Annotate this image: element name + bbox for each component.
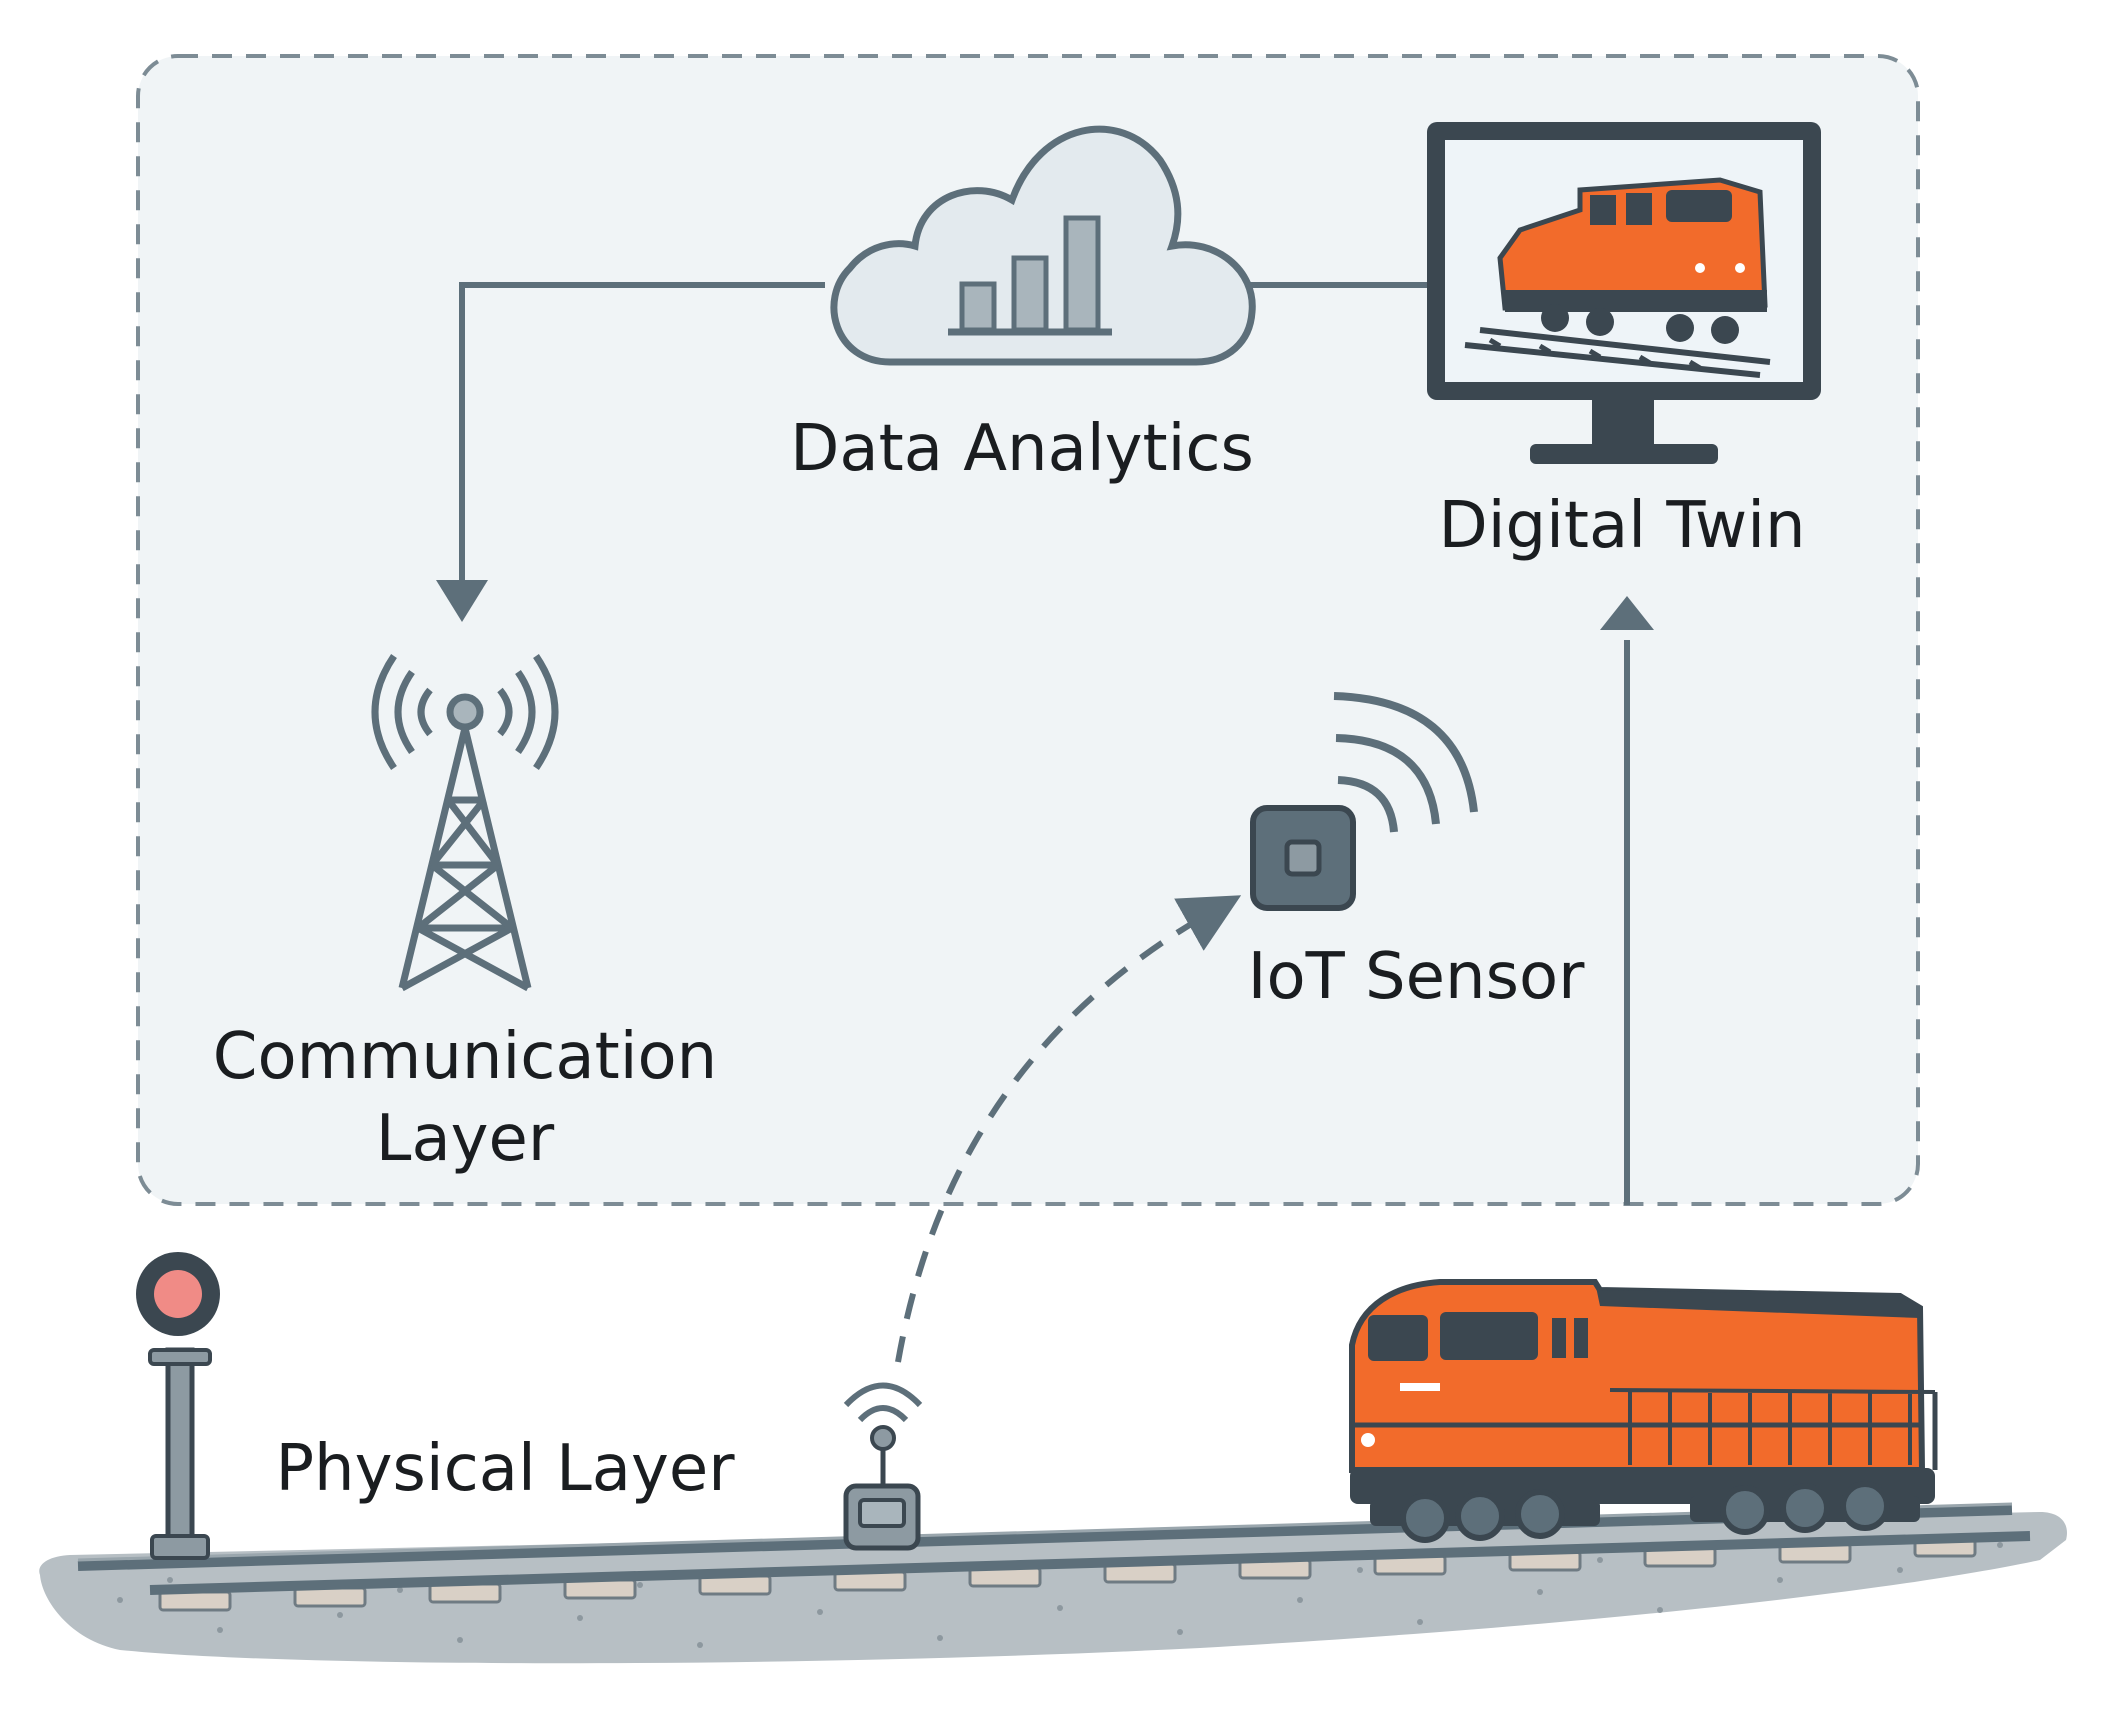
cloud-analytics-icon	[830, 125, 1256, 366]
iot-sensor-label: IoT Sensor	[1248, 940, 1586, 1014]
locomotive-icon	[1349, 1279, 1938, 1543]
monitor-icon	[1427, 122, 1821, 464]
twin-arrowhead	[1600, 596, 1654, 630]
digital-twin-label: Digital Twin	[1438, 489, 1805, 563]
communication-arrowhead	[436, 580, 488, 622]
communication-label-line1: Communication	[213, 1020, 717, 1094]
connectors	[459, 282, 1630, 1205]
track-sensor-icon	[843, 1382, 923, 1551]
iot-sensor-icon	[1250, 692, 1478, 911]
rails	[77, 1502, 2031, 1595]
analytics-to-communication-arrow	[459, 282, 825, 580]
sensor-uplink-arrow	[895, 895, 1242, 1363]
communication-label-line2: Layer	[376, 1102, 555, 1176]
sleepers	[158, 1538, 1977, 1612]
physical-layer-label: Physical Layer	[275, 1432, 735, 1506]
radio-tower-icon	[371, 654, 559, 992]
data-analytics-label: Data Analytics	[790, 412, 1254, 486]
signal-light-icon	[136, 1252, 220, 1560]
